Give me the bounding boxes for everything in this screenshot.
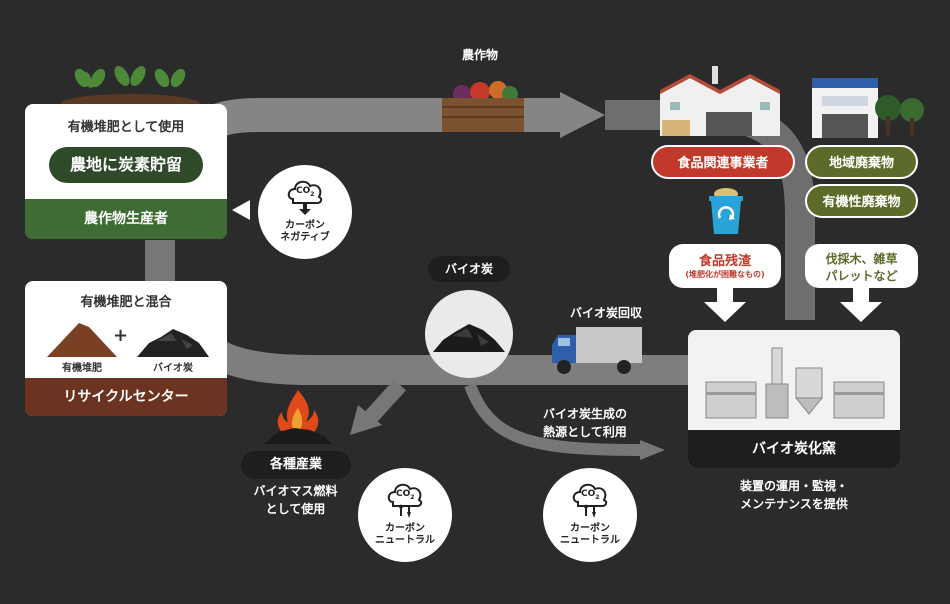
kiln-machine-icon bbox=[705, 347, 885, 419]
compost-icon bbox=[47, 323, 117, 357]
carbon-neutral-right-line1: カーボン bbox=[570, 523, 610, 534]
kiln-card: バイオ炭化窯 bbox=[688, 330, 900, 468]
farmer-top-text: 有機堆肥として使用 bbox=[67, 120, 185, 135]
co2-down-icon bbox=[287, 180, 323, 215]
co2-neutral-icon bbox=[387, 483, 423, 518]
industries-line2: として使用 bbox=[265, 502, 326, 516]
farmer-title: 農作物生産者 bbox=[25, 199, 227, 239]
food-residue-callout: 食品残渣 (堆肥化が困難なもの) bbox=[669, 244, 781, 288]
wood-weeds-line2: パレットなど bbox=[825, 269, 898, 283]
regional-waste-pill: 地域廃棄物 bbox=[805, 145, 918, 179]
co2-text: CO2 bbox=[296, 186, 315, 198]
service-text: 装置の運用・監視・ メンテナンスを提供 bbox=[718, 477, 870, 513]
food-residue-arrow bbox=[704, 288, 746, 322]
wood-weeds-callout: 伐採木、雑草 パレットなど bbox=[805, 244, 918, 288]
flow-arrowhead-farmer bbox=[232, 200, 250, 220]
farmer-storage-pill: 農地に炭素貯留 bbox=[49, 147, 203, 183]
recycle-title: リサイクルセンター bbox=[25, 378, 227, 416]
vegetable-crate-icon bbox=[442, 81, 524, 132]
co2-neutral-icon bbox=[572, 483, 608, 518]
service-line2: メンテナンスを提供 bbox=[740, 497, 848, 511]
heat-source-line1: バイオ炭生成の bbox=[542, 407, 627, 421]
farmer-card: 有機堆肥として使用 農地に炭素貯留 農作物生産者 bbox=[25, 104, 227, 239]
flow-arrowhead-industries bbox=[350, 405, 382, 435]
biochar-pile-icon bbox=[137, 329, 209, 357]
carbon-neutral-left-line2: ニュートラル bbox=[375, 535, 435, 546]
heat-source-text: バイオ炭生成の 熱源として利用 bbox=[530, 405, 640, 441]
kiln-title: バイオ炭化窯 bbox=[688, 430, 900, 468]
carbon-neutral-left-line1: カーボン bbox=[385, 523, 425, 534]
wood-weeds-arrow bbox=[840, 288, 882, 322]
carbon-negative-line2: ネガティブ bbox=[280, 232, 330, 243]
food-residue-sub: (堆肥化が困難なもの) bbox=[685, 270, 765, 279]
co2-text-left: CO2 bbox=[396, 489, 415, 501]
crops-label: 農作物 bbox=[461, 48, 498, 62]
service-line1: 装置の運用・監視・ bbox=[739, 479, 848, 493]
organic-waste-pill: 有機性廃棄物 bbox=[805, 184, 918, 218]
plants-icon bbox=[60, 66, 200, 108]
fire-icon bbox=[264, 390, 332, 444]
wood-weeds-line1: 伐採木、雑草 bbox=[825, 252, 898, 266]
food-residue-title: 食品残渣 bbox=[698, 254, 751, 269]
biochar-collection-label: バイオ炭回収 bbox=[569, 306, 642, 320]
carbon-negative-line1: カーボン bbox=[285, 220, 325, 231]
biochar-label: バイオ炭 bbox=[428, 256, 510, 282]
biochar-circle bbox=[425, 290, 513, 378]
recycle-top-text: 有機堆肥と混合 bbox=[80, 295, 172, 310]
industries-line1: バイオマス燃料 bbox=[253, 484, 338, 498]
flow-arrowhead-heat bbox=[640, 440, 665, 460]
carbon-negative-bubble: CO2 カーボン ネガティブ bbox=[258, 165, 352, 259]
recycle-card: 有機堆肥と混合 + 有機堆肥 バイオ炭 リサイクルセンター bbox=[25, 281, 227, 416]
food-factory-icon bbox=[660, 66, 780, 136]
flow-path-heat bbox=[464, 382, 641, 456]
industries-pill: 各種産業 bbox=[241, 451, 351, 479]
co2-text-right: CO2 bbox=[581, 489, 600, 501]
flow-path-industries bbox=[364, 379, 406, 424]
recycle-bin-icon bbox=[709, 188, 743, 234]
biochar-pile-large-icon bbox=[433, 324, 505, 352]
compost-label: 有機堆肥 bbox=[62, 363, 102, 374]
carbon-neutral-right-line2: ニュートラル bbox=[560, 535, 620, 546]
biochar-mix-label: バイオ炭 bbox=[153, 363, 193, 374]
food-business-pill: 食品関連事業者 bbox=[651, 145, 795, 179]
flow-arrowhead-top bbox=[560, 92, 605, 138]
carbon-neutral-left-bubble: CO2 カーボン ニュートラル bbox=[358, 468, 452, 562]
industries-text: バイオマス燃料 として使用 bbox=[238, 482, 353, 518]
carbon-neutral-right-bubble: CO2 カーボン ニュートラル bbox=[543, 468, 637, 562]
heat-source-line2: 熱源として利用 bbox=[543, 425, 627, 439]
plus-sign: + bbox=[113, 325, 129, 346]
warehouse-icon bbox=[812, 78, 924, 138]
truck-icon bbox=[552, 327, 642, 374]
